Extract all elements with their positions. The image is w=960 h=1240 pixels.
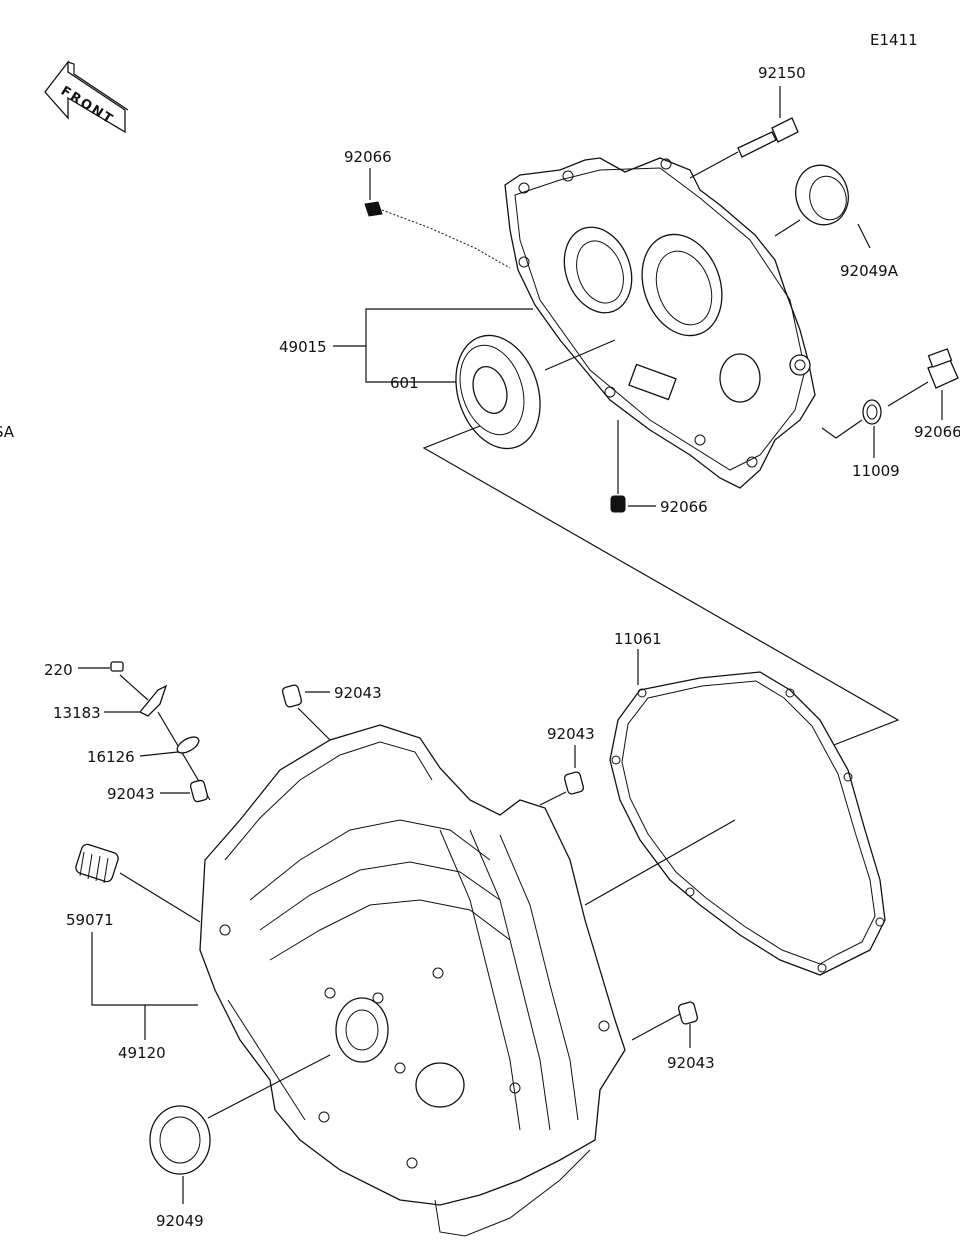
crankcase-cover-drawing — [504, 157, 816, 489]
oil-seal-92049A-drawing — [774, 164, 849, 237]
part-label-601[interactable]: 601 — [390, 374, 419, 392]
part-label-92066-bottom[interactable]: 92066 — [660, 498, 708, 516]
part-label-92043-c[interactable]: 92043 — [547, 725, 595, 743]
part-label-16126[interactable]: 16126 — [87, 748, 135, 766]
part-label-92049[interactable]: 92049 — [156, 1212, 204, 1230]
alignment-line — [422, 425, 900, 749]
part-label-49015[interactable]: 49015 — [279, 338, 327, 356]
plug-92066-bottom-drawing — [610, 420, 626, 513]
breather-59071-drawing — [75, 843, 201, 923]
drain-plug-92066-drawing — [887, 348, 959, 407]
diagram-code: E1411 — [870, 31, 918, 49]
part-label-92049A[interactable]: 92049A — [840, 262, 899, 280]
part-label-220[interactable]: 220 — [44, 661, 73, 679]
part-label-92066-top[interactable]: 92066 — [344, 148, 392, 166]
crankcase-drawing — [199, 724, 626, 1237]
screw-220-drawing — [78, 661, 124, 672]
dowel-92043-a-drawing — [281, 684, 331, 741]
edge-fragment: SA — [0, 423, 15, 441]
part-label-59071[interactable]: 59071 — [66, 911, 114, 929]
part-label-92043-b[interactable]: 92043 — [107, 785, 155, 803]
dowel-92043-b-drawing — [160, 779, 209, 803]
bearing-601-drawing — [455, 334, 616, 450]
gasket-16126-drawing — [139, 736, 200, 757]
bolt-92150-drawing — [689, 117, 799, 179]
front-arrow-icon: FRONT — [44, 60, 129, 134]
plug-92066-top-drawing — [364, 201, 511, 269]
part-label-49120[interactable]: 49120 — [118, 1044, 166, 1062]
dowel-92043-c-drawing — [539, 745, 585, 806]
oil-seal-92049-drawing — [149, 1105, 211, 1204]
washer-11009-drawing — [821, 399, 882, 439]
part-label-92150[interactable]: 92150 — [758, 64, 806, 82]
part-label-92043-a[interactable]: 92043 — [334, 684, 382, 702]
part-label-92043-d[interactable]: 92043 — [667, 1054, 715, 1072]
part-label-11061[interactable]: 11061 — [614, 630, 662, 648]
part-label-13183[interactable]: 13183 — [53, 704, 101, 722]
part-label-11009[interactable]: 11009 — [852, 462, 900, 480]
gasket-11061-drawing — [584, 671, 886, 976]
part-label-92066-right[interactable]: 92066 — [914, 423, 960, 441]
dowel-92043-d-drawing — [631, 1001, 699, 1048]
